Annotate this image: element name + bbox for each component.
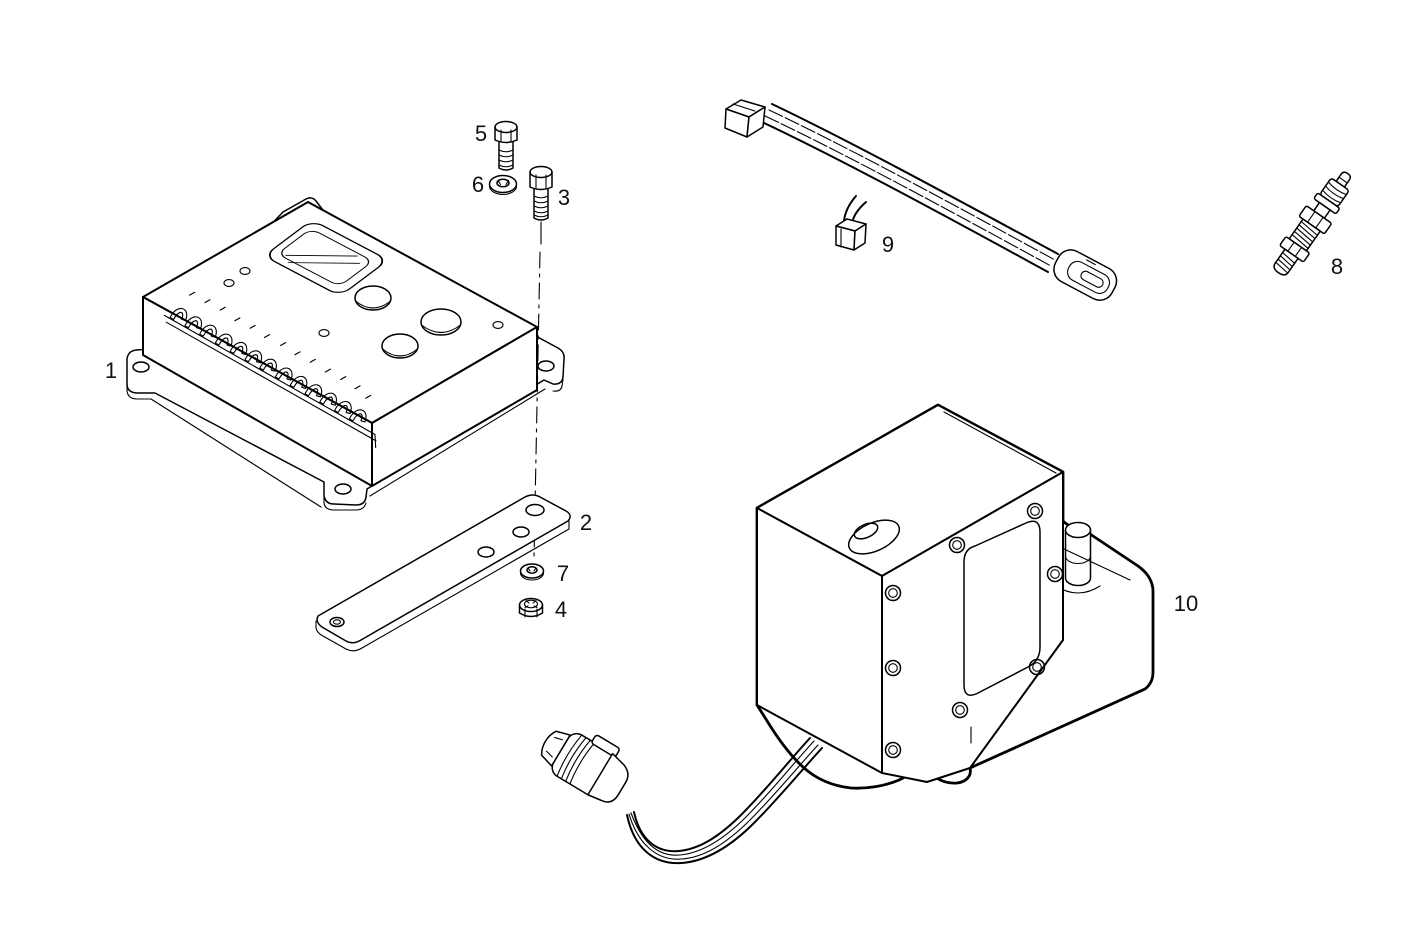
callout-7: 7 (557, 561, 569, 586)
bracket-hole-4 (329, 616, 345, 628)
ecu-round-cap-1-side (354, 300, 392, 309)
ecu-round-cap-3-side (381, 348, 419, 357)
callout-6: 6 (472, 172, 484, 197)
harness-branch-connector (835, 218, 867, 251)
callout-2: 2 (580, 510, 592, 535)
harness-branch-wire-1 (843, 195, 857, 222)
ecu-flange-thickness (126, 378, 564, 511)
part-9-wiring-harness (724, 99, 1118, 301)
bracket-hole-4-inner (332, 619, 342, 625)
actuator-cover-recess (963, 520, 1041, 696)
harness-right-connector (1053, 249, 1118, 301)
actuator-boss-inner (853, 522, 879, 540)
ecu-terminal-strip (163, 291, 377, 449)
harness-wire-1 (771, 103, 1059, 255)
part-1-control-unit (126, 197, 565, 511)
part-8-sensor (1273, 171, 1352, 276)
harness-wire-2 (768, 109, 1056, 261)
actuator-step-edge (1063, 548, 1131, 581)
harness-left-connector (724, 99, 766, 138)
part-10-actuator (540, 403, 1155, 865)
callout-5: 5 (475, 121, 487, 146)
callout-4: 4 (555, 597, 567, 622)
bracket-hole-3 (477, 546, 495, 558)
bracket-hole-1 (525, 503, 545, 517)
harness-wire-4 (761, 121, 1049, 273)
ecu-round-cap-1 (354, 285, 392, 311)
callout-9: 9 (882, 232, 894, 257)
bracket-plate (316, 494, 571, 644)
part-6-washer (488, 174, 518, 196)
actuator-top-chamfer (943, 411, 1057, 474)
part-5-bolt (494, 120, 518, 171)
ecu-round-cap-2 (420, 308, 462, 336)
ecu-label-plate (269, 223, 384, 293)
part-4-nut (518, 597, 544, 618)
actuator-cable (626, 737, 823, 865)
actuator-cable-connector (540, 730, 629, 803)
actuator-front-right-face (881, 471, 1064, 783)
ecu-round-cap-3 (381, 333, 419, 359)
ecu-round-cap-2-side (420, 324, 462, 334)
harness-wire-3 (764, 115, 1052, 267)
part-7-washer (519, 563, 545, 581)
actuator-cylinder (1055, 521, 1101, 594)
part-2-bracket (315, 494, 571, 652)
callout-8: 8 (1331, 254, 1343, 279)
bracket-hole-2 (512, 526, 530, 538)
callout-1: 1 (105, 358, 117, 383)
bracket-thickness (315, 520, 570, 652)
callout-10: 10 (1174, 591, 1198, 616)
callout-3: 3 (558, 185, 570, 210)
part-3-bolt (529, 165, 553, 221)
ecu-terminal-markings (189, 291, 372, 399)
